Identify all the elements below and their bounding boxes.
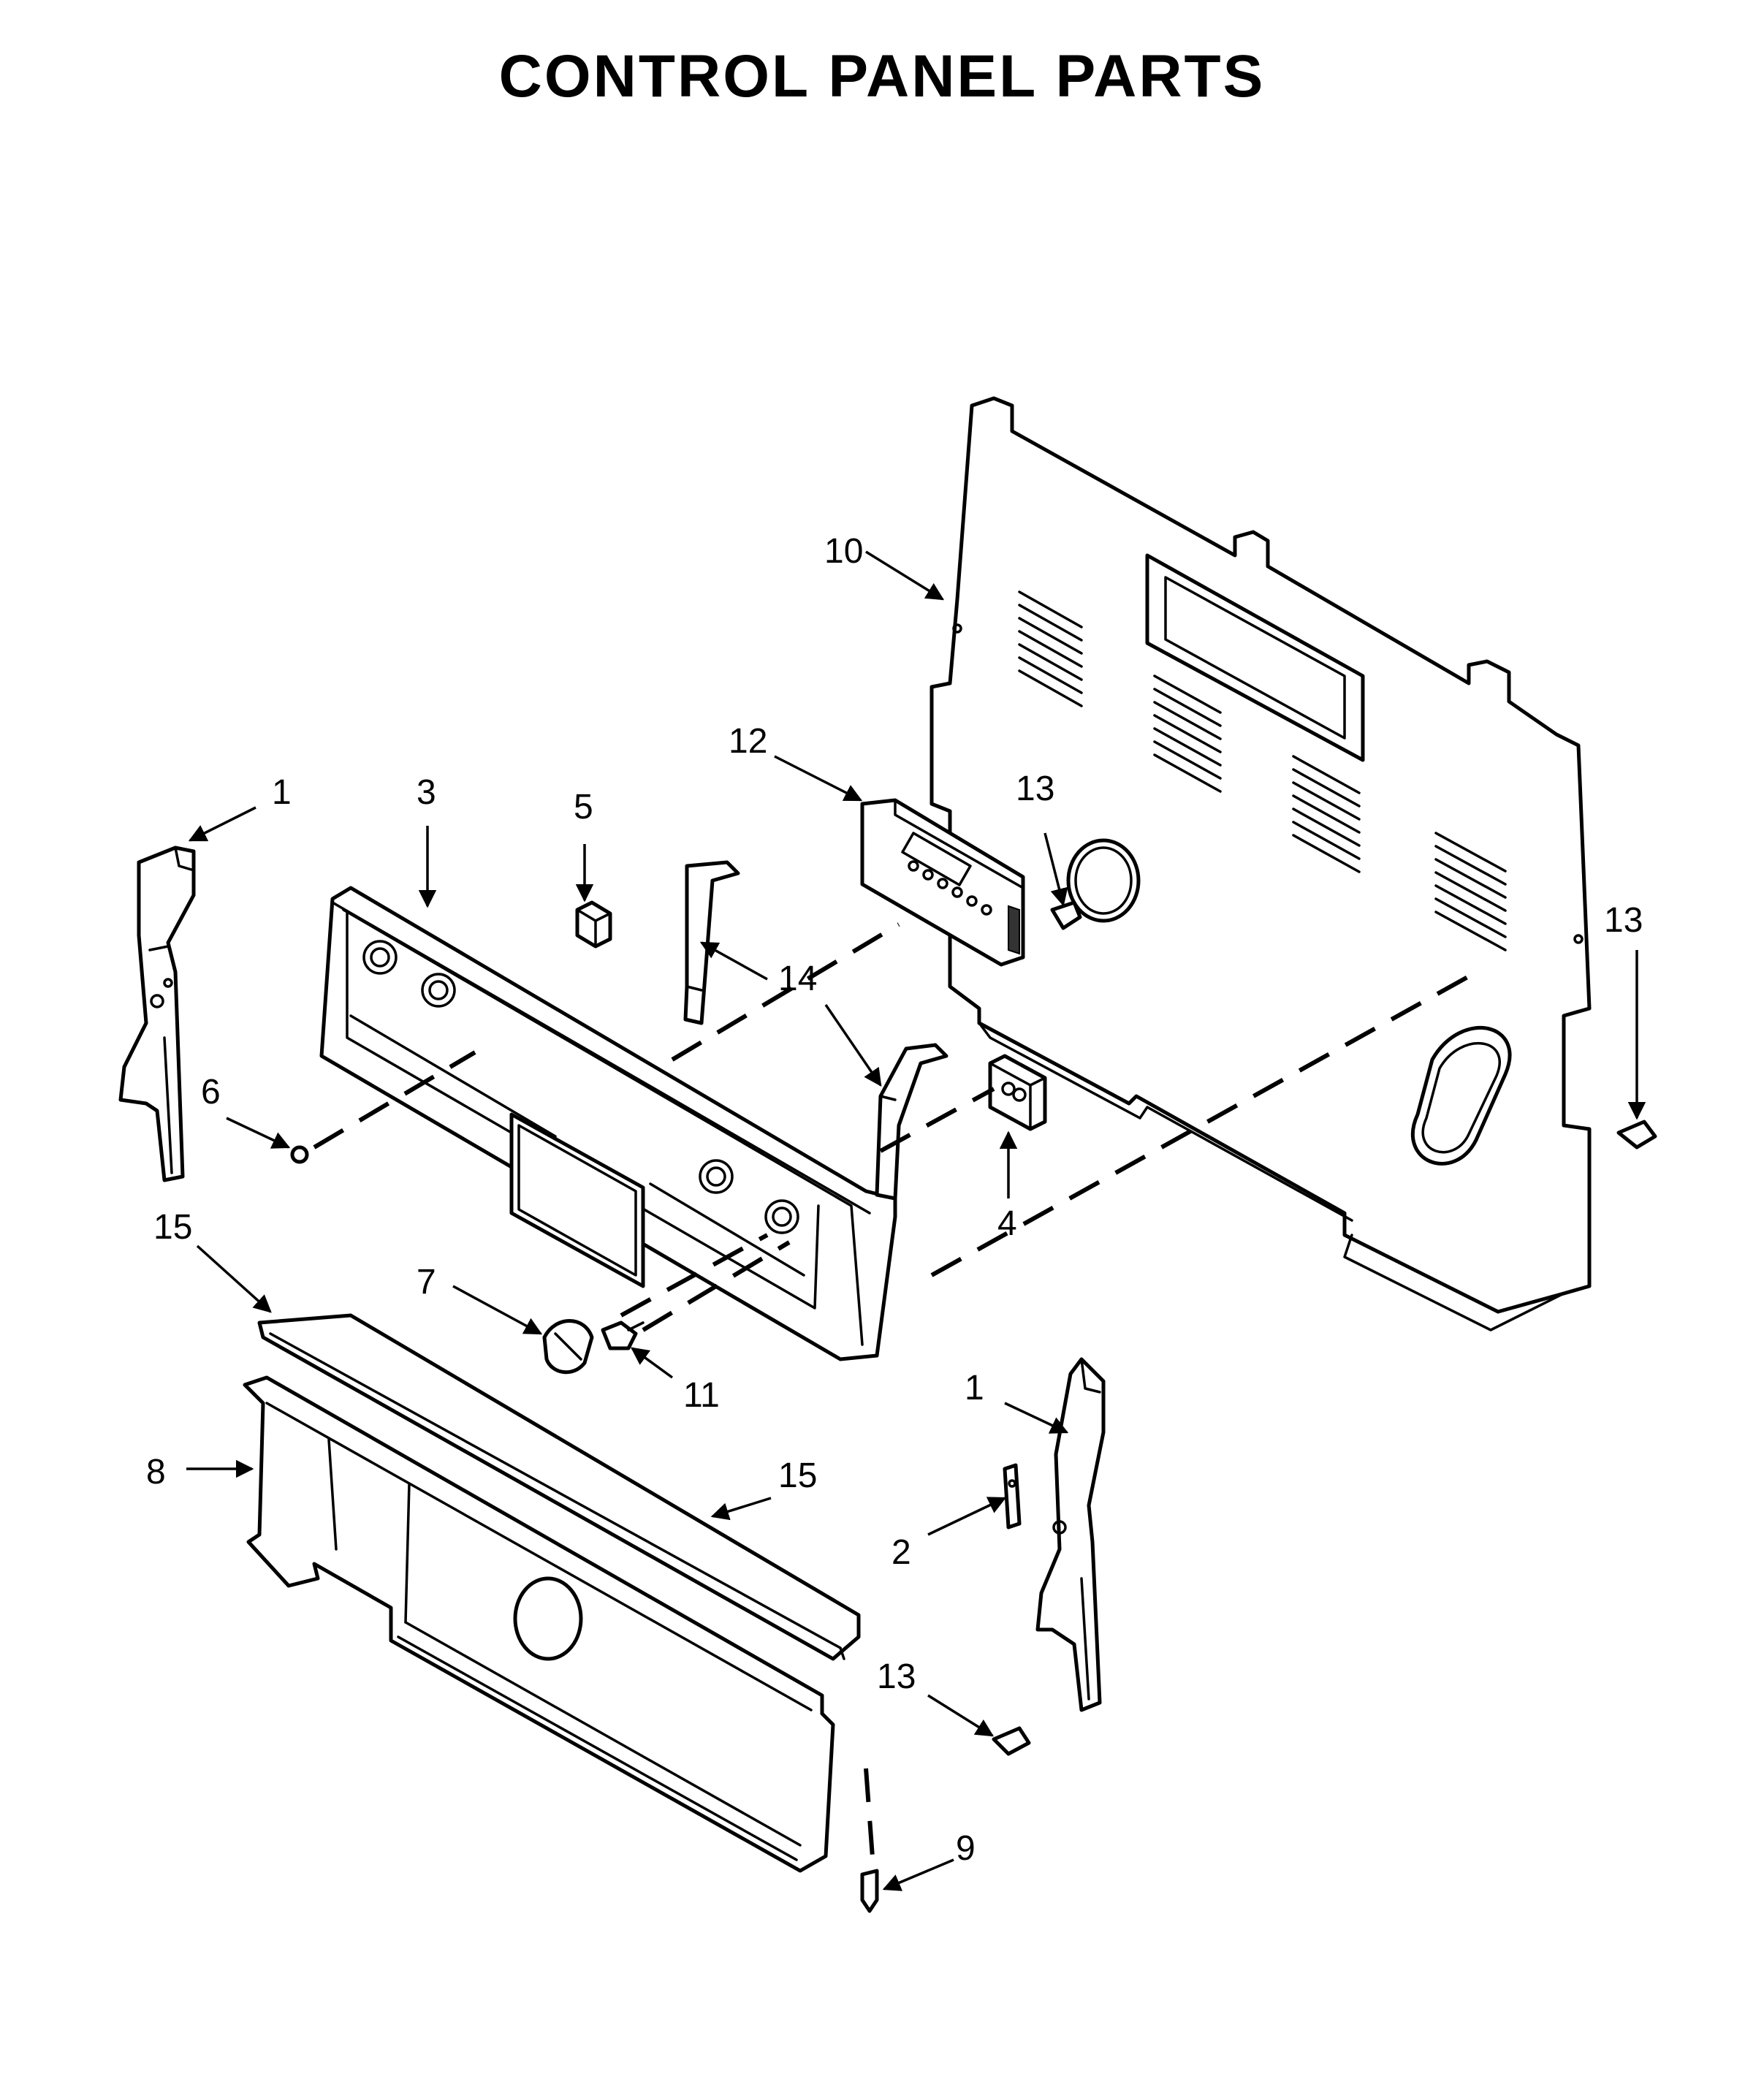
assembly-lines — [313, 922, 1485, 1868]
callout-13-right: 13 — [1604, 901, 1643, 940]
callout-7: 7 — [417, 1263, 436, 1302]
callout-1-left: 1 — [272, 773, 292, 812]
callout-5: 5 — [574, 788, 593, 826]
clip-part-2 — [1003, 1463, 1022, 1530]
callout-13-board: 13 — [1016, 770, 1054, 808]
callout-14: 14 — [778, 960, 817, 998]
callout-10: 10 — [824, 532, 863, 571]
callout-9: 9 — [956, 1829, 976, 1868]
switch-part-5 — [575, 900, 612, 949]
callout-11: 11 — [683, 1376, 720, 1415]
diagram-title: CONTROL PANEL PARTS — [498, 43, 1266, 110]
electronic-control-part-12 — [860, 798, 1025, 967]
end-cap-right-part-1 — [1035, 1357, 1106, 1712]
console-panel-part-3 — [319, 886, 897, 1361]
screw-part-11 — [601, 1320, 645, 1350]
screw-part-9 — [860, 1869, 879, 1913]
screw-part-6 — [290, 1145, 309, 1164]
callout-15-lower: 15 — [778, 1456, 817, 1495]
callout-13-lower: 13 — [877, 1657, 916, 1696]
switch-block-part-4 — [988, 1054, 1047, 1131]
callout-2: 2 — [891, 1533, 911, 1572]
callout-labels: 1 3 5 6 12 10 13 13 14 4 15 7 11 1 15 8 … — [146, 532, 1643, 1868]
rear-panel-part-10 — [929, 396, 1592, 1331]
knob-part-7 — [542, 1319, 594, 1375]
callout-15-upper: 15 — [153, 1208, 192, 1247]
callout-12: 12 — [729, 722, 767, 761]
callout-8: 8 — [146, 1453, 166, 1492]
trim-strip-part-15 — [257, 1313, 861, 1661]
callout-4: 4 — [997, 1204, 1017, 1243]
screw-part-13-right — [1616, 1120, 1657, 1150]
leader-lines — [186, 550, 1646, 1891]
end-cap-left-part-1 — [118, 846, 196, 1182]
screw-part-13-lower — [992, 1726, 1031, 1756]
callout-6: 6 — [201, 1073, 221, 1112]
callout-3: 3 — [417, 773, 436, 812]
manifold-panel-part-8 — [243, 1375, 835, 1873]
callout-1-right: 1 — [965, 1369, 984, 1407]
